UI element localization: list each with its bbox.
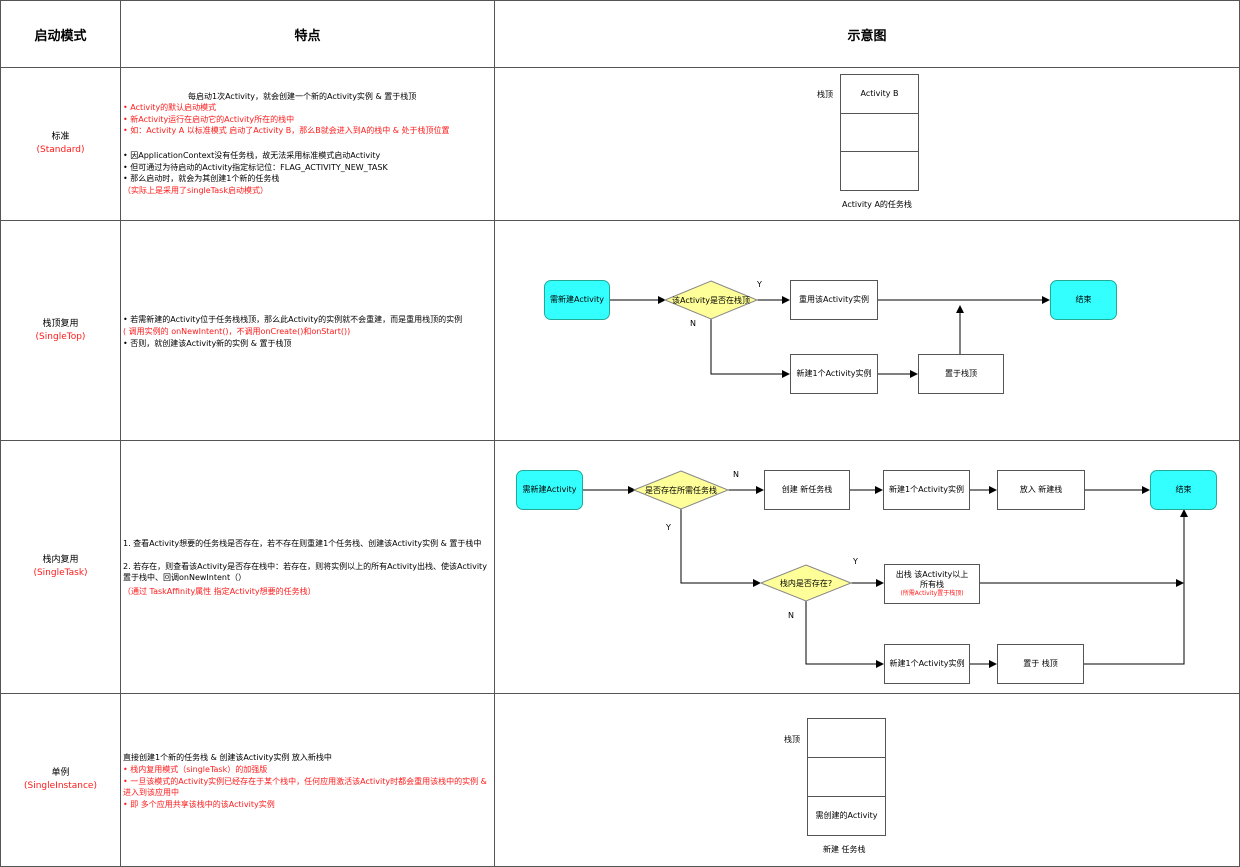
mode-en: (SingleTask) — [33, 568, 88, 578]
features-cell-standard: 每启动1次Activity，就会创建一个新的Activity实例 & 置于栈顶 … — [120, 67, 495, 221]
stack-top-label: 栈顶 — [817, 90, 833, 99]
mode-cell-singletop: 栈顶复用 (SingleTop) — [0, 220, 121, 441]
decision-label: 是否存在所需任务栈 — [645, 485, 717, 495]
feature-line: • 即 多个应用共享该栈中的该Activity实例 — [123, 800, 275, 809]
end-node: 结束 — [1150, 470, 1217, 510]
feature-line: • 一旦该模式的Activity实例已经存在于某个栈中，任何应用激活该Activ… — [123, 777, 487, 798]
stack-top-label: 栈顶 — [784, 735, 800, 744]
new-instance-node: 新建1个Activity实例 — [883, 470, 970, 510]
stack-slot-activity-b: Activity B — [840, 74, 919, 114]
decision-diamond-stack-exists — [632, 470, 730, 510]
feature-line: 每启动1次Activity，就会创建一个新的Activity实例 & 置于栈顶 — [188, 92, 417, 101]
start-node: 需新建Activity — [544, 280, 610, 320]
no-label: N — [690, 319, 696, 328]
mode-en: (Standard) — [36, 145, 85, 155]
end-node: 结束 — [1050, 280, 1117, 320]
yes-label: Y — [666, 523, 671, 532]
features-cell-singletop: • 若需新建的Activity位于任务栈栈顶，那么此Activity的实例就不会… — [120, 220, 495, 441]
feature-line: • 如：Activity A 以标准模式 启动了Activity B，那么B就会… — [123, 126, 450, 135]
diagram-cell-singletop — [494, 220, 1240, 441]
feature-line: • 但可通过为待启动的Activity指定标记位：FLAG_ACTIVITY_N… — [123, 163, 388, 172]
yes-label: Y — [757, 280, 762, 289]
header-mode: 启动模式 — [0, 0, 121, 68]
mode-cell-singleinstance: 单例 (SingleInstance) — [0, 693, 121, 867]
stack-caption: 新建 任务栈 — [823, 845, 866, 854]
pop-above-node: 出栈 该Activity以上所有栈 (所需Activity置于栈顶) — [884, 564, 980, 604]
feature-line: 直接创建1个新的任务栈 & 创建该Activity实例 放入新栈中 — [123, 753, 332, 762]
new-instance-node: 新建1个Activity实例 — [790, 354, 878, 394]
stack-slot-new-activity: 需创建的Activity — [807, 796, 886, 836]
feature-line: （实际上是采用了singleTask启动模式） — [123, 186, 268, 195]
mode-en: (SingleInstance) — [24, 781, 97, 791]
no-label: N — [788, 611, 794, 620]
feature-line: • Activity的默认启动模式 — [123, 103, 217, 112]
features-cell-singletask: 1. 查看Activity想要的任务栈是否存在，若不存在则重建1个任务栈、创建该… — [120, 440, 495, 694]
start-node: 需新建Activity — [516, 470, 583, 510]
mode-name: 单例 — [51, 768, 70, 778]
features-cell-singleinstance: 直接创建1个新的任务栈 & 创建该Activity实例 放入新栈中 • 栈内复用… — [120, 693, 495, 867]
mode-name: 标准 — [51, 132, 70, 142]
mode-en: (SingleTop) — [35, 331, 86, 342]
feature-line: 2. 若存在，则查看该Activity是否存在栈中：若存在，则将实例以上的所有A… — [123, 562, 487, 583]
header-diagram: 示意图 — [494, 0, 1240, 68]
feature-line: ( 调用实例的 onNewIntent()，不调用onCreate()和onSt… — [123, 327, 351, 336]
feature-line: • 因ApplicationContext没有任务栈，故无法采用标准模式启动Ac… — [123, 151, 381, 160]
feature-line: （通过 TaskAffinity属性 指定Activity想要的任务栈） — [123, 587, 316, 596]
mode-name: 栈顶复用 — [42, 318, 79, 329]
feature-line: • 新Activity运行在启动它的Activity所在的栈中 — [123, 115, 295, 124]
diagram-cell-singletask — [494, 440, 1240, 694]
feature-line: • 那么启动时，就会为其创建1个新的任务栈 — [123, 174, 280, 183]
yes-label: Y — [853, 557, 858, 566]
mode-cell-singletask: 栈内复用 (SingleTask) — [0, 440, 121, 694]
feature-line: • 若需新建的Activity位于任务栈栈顶，那么此Activity的实例就不会… — [123, 315, 463, 324]
push-top-node: 置于栈顶 — [918, 354, 1004, 394]
decision-label: 栈内是否存在? — [780, 578, 832, 588]
create-stack-node: 创建 新任务栈 — [764, 470, 850, 510]
decision-diamond-singletop — [663, 280, 759, 320]
stack-caption: Activity A的任务栈 — [842, 200, 912, 209]
reuse-instance-node: 重用该Activity实例 — [790, 280, 878, 320]
diagram-cell-singleinstance: 栈顶 需创建的Activity 新建 任务栈 — [494, 693, 1240, 867]
diagram-cell-standard: 栈顶 Activity B Activity A的任务栈 — [494, 67, 1240, 221]
feature-line: • 栈内复用模式（singleTask）的加强版 — [123, 765, 268, 774]
feature-line: • 否则，就创建该Activity新的实例 & 置于栈顶 — [123, 339, 292, 348]
push-top-node: 置于 栈顶 — [997, 644, 1084, 684]
mode-name: 栈内复用 — [42, 555, 79, 565]
stack-slot-empty — [840, 151, 919, 191]
push-new-stack-node: 放入 新建栈 — [997, 470, 1085, 510]
decision-diamond-in-stack — [759, 564, 853, 602]
no-label: N — [733, 470, 739, 479]
feature-line: 1. 查看Activity想要的任务栈是否存在，若不存在则重建1个任务栈、创建该… — [123, 539, 482, 548]
decision-label: 该Activity是否在栈顶 — [672, 295, 750, 305]
new-instance-node: 新建1个Activity实例 — [884, 644, 970, 684]
stack-slot-empty — [807, 757, 886, 797]
